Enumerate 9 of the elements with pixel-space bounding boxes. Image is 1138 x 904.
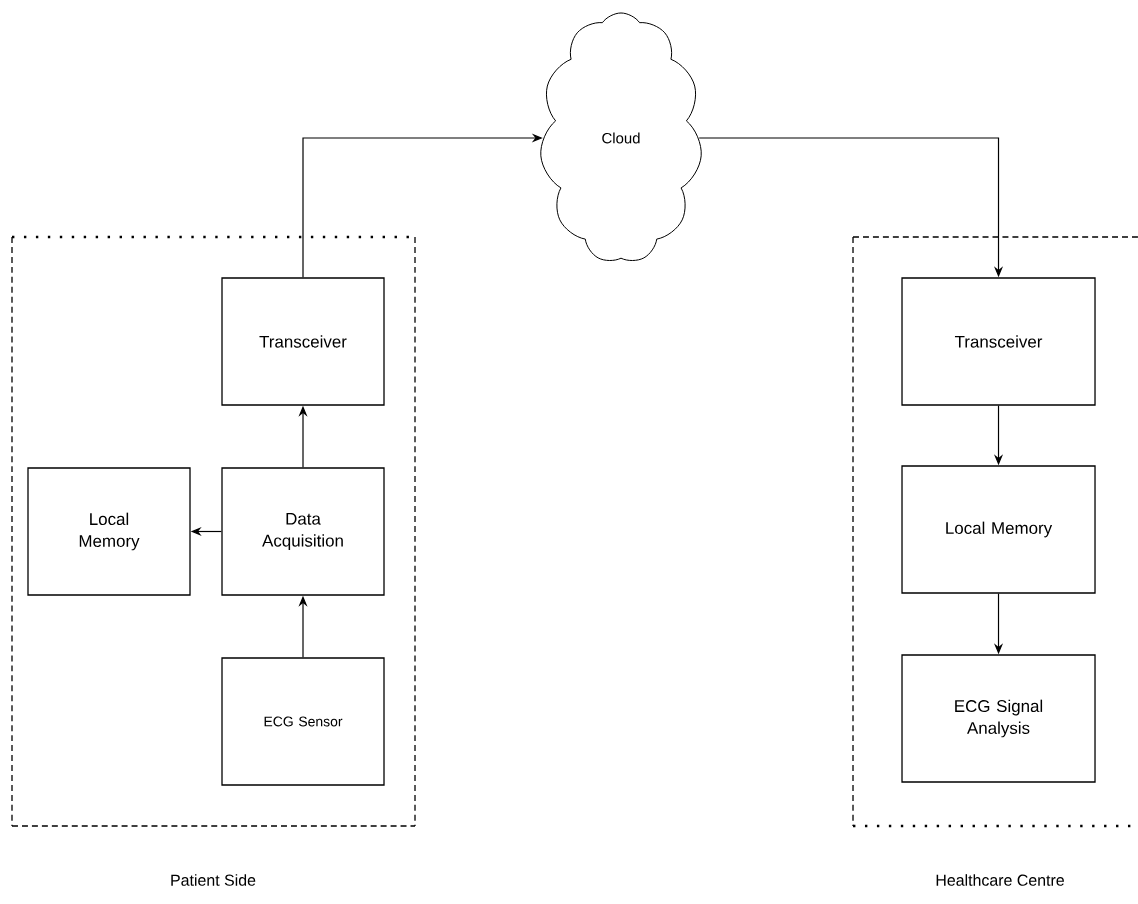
process-box: Transceiver [221,277,385,406]
process-box: Data Acquisition [221,467,385,596]
process-box: Local Memory [27,467,191,596]
group-title: Patient Side [171,874,256,886]
group-title: Healthcare Centre [936,874,1064,886]
process-box: Transceiver [901,277,1096,406]
process-box: Local Memory [901,465,1096,594]
process-box: ECG Signal Analysis [901,654,1096,783]
process-box: ECG Sensor [221,657,385,786]
